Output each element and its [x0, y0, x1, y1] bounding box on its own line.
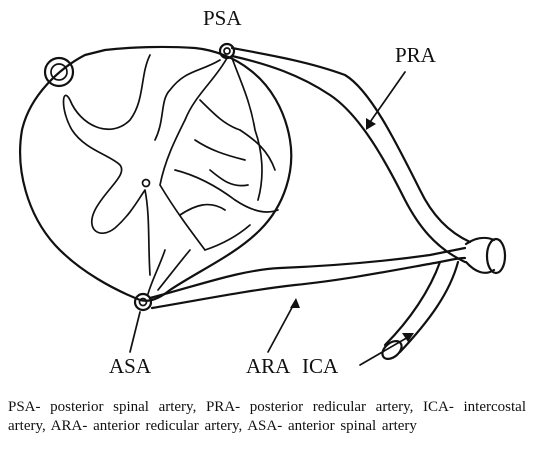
- upper-left-vessel: [43, 56, 75, 88]
- ara-pointer: [267, 301, 296, 353]
- asa-pointer: [129, 311, 141, 353]
- diagram-drawing: [19, 42, 507, 366]
- ica-artery-inner: [398, 260, 460, 354]
- spinal-cord-outline: [19, 45, 293, 302]
- ara-artery-inner: [150, 256, 467, 310]
- pra-artery-inner: [230, 54, 467, 264]
- central-canal: [141, 178, 151, 188]
- ica-pointer: [359, 335, 411, 366]
- label-ara: ARA: [246, 354, 291, 378]
- ica-vessel-end: [381, 340, 403, 360]
- label-psa: PSA: [203, 6, 242, 30]
- psa-node-inner: [223, 47, 231, 55]
- upper-left-vessel-inner: [50, 63, 68, 81]
- pra-arrowhead: [366, 118, 376, 130]
- psa-branches: [154, 57, 263, 251]
- aorta-end: [485, 237, 507, 275]
- asa-node: [133, 292, 153, 312]
- grey-matter-outline: [62, 54, 151, 276]
- ara-artery: [148, 246, 467, 300]
- spinal-artery-diagram: PSA PRA ASA ARA ICA: [19, 6, 507, 378]
- figure-caption: PSA- posterior spinal artery, PRA- poste…: [8, 399, 526, 434]
- asa-node-inner: [138, 297, 148, 307]
- vessel-web: [147, 129, 279, 295]
- label-pra: PRA: [395, 43, 436, 67]
- ica-artery: [383, 260, 442, 347]
- pra-artery: [230, 46, 472, 244]
- ica-arrowhead: [402, 333, 414, 342]
- ara-arrowhead: [290, 298, 300, 308]
- label-ica: ICA: [302, 354, 339, 378]
- pra-pointer: [367, 71, 406, 126]
- label-asa: ASA: [109, 354, 152, 378]
